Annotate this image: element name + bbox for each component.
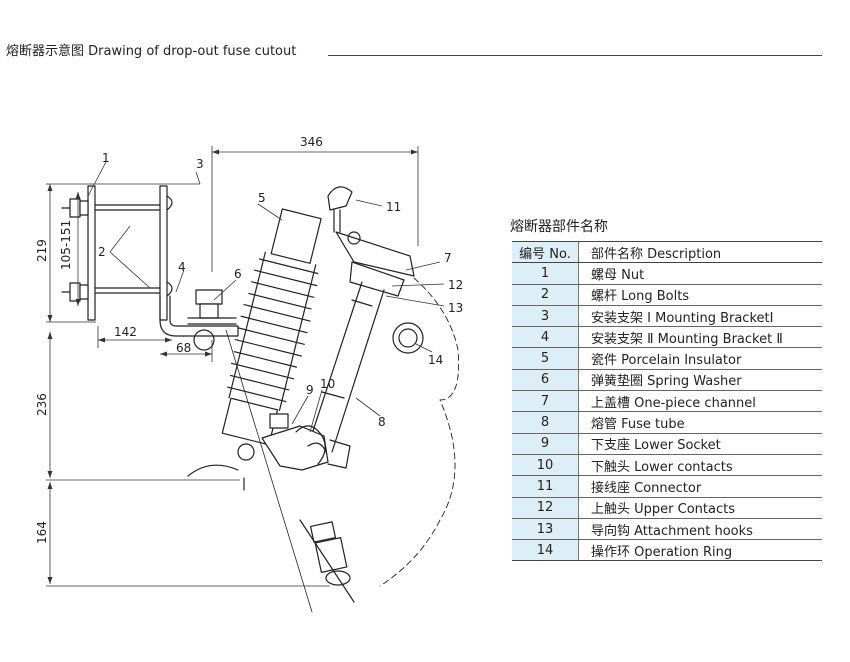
part-description: 安装支架 Ⅰ Mounting BracketⅠ [578,305,822,328]
parts-table-header-row: 编号 No. 部件名称 Description [512,240,822,264]
part-description: 下支座 Lower Socket [578,433,822,455]
callout-14: 14 [428,353,443,367]
part-number: 5 [512,347,579,370]
part-number: 14 [512,539,579,562]
dim-68: 68 [176,341,191,355]
part-number: 10 [512,454,579,477]
part-number: 12 [512,497,579,519]
part-description: 弹簧垫圈 Spring Washer [578,369,822,392]
connector [327,186,353,233]
part-description: 螺杆 Long Bolts [578,284,822,306]
callout-7: 7 [444,251,452,265]
nuts-and-bolts [61,198,89,302]
part-number: 1 [512,262,579,285]
callout-2: 2 [98,245,106,259]
part-description: 瓷件 Porcelain Insulator [578,347,822,370]
dim-164: 164 [35,521,49,544]
part-description: 接线座 Connector [578,475,822,498]
callout-11: 11 [386,200,401,214]
lower-socket [237,413,351,471]
part-number: 2 [512,284,579,306]
dim-219: 219 [35,239,49,262]
title-rule [328,55,822,56]
part-description: 下触头 Lower contacts [578,454,822,477]
part-number: 13 [512,518,579,541]
header-description: 部件名称 Description [578,240,822,264]
dropped-fuse [299,519,355,603]
callout-8: 8 [378,415,386,429]
fuse-tube [307,281,385,453]
part-number: 9 [512,433,579,455]
callout-12: 12 [448,278,463,292]
part-description: 操作环 Operation Ring [578,539,822,562]
page-title: 熔断器示意图 Drawing of drop-out fuse cutout [6,44,297,59]
header-no: 编号 No. [512,240,579,264]
callout-3: 3 [196,157,204,171]
part-description: 安装支架 Ⅱ Mounting Bracket Ⅱ [578,326,822,349]
parts-table-heading: 熔断器部件名称 [510,219,608,235]
part-description: 导向钩 Attachment hooks [578,518,822,541]
callout-5: 5 [258,191,266,205]
mounting-bracket-1 [87,185,173,321]
part-number: 6 [512,369,579,392]
porcelain-insulator [221,208,322,446]
part-number: 7 [512,390,579,413]
dim-142: 142 [114,325,137,339]
upper-channel [335,231,415,297]
part-number: 4 [512,326,579,349]
callout-10: 10 [320,377,335,391]
operation-ring [392,322,424,354]
callout-6: 6 [234,267,242,281]
part-description: 上触头 Upper Contacts [578,497,822,519]
dim-346: 346 [300,135,323,149]
callout-4: 4 [178,260,186,274]
dim-105-151: 105-151 [59,220,73,270]
mounting-bracket-2 [159,289,239,351]
part-description: 上盖槽 One-piece channel [578,390,822,413]
part-description: 螺母 Nut [578,262,822,285]
part-description: 熔管 Fuse tube [578,411,822,434]
part-number: 11 [512,475,579,498]
dim-236: 236 [35,393,49,416]
part-number: 8 [512,411,579,434]
callout-13: 13 [448,301,463,315]
part-number: 3 [512,305,579,328]
callout-1: 1 [102,151,110,165]
callout-9: 9 [306,383,314,397]
